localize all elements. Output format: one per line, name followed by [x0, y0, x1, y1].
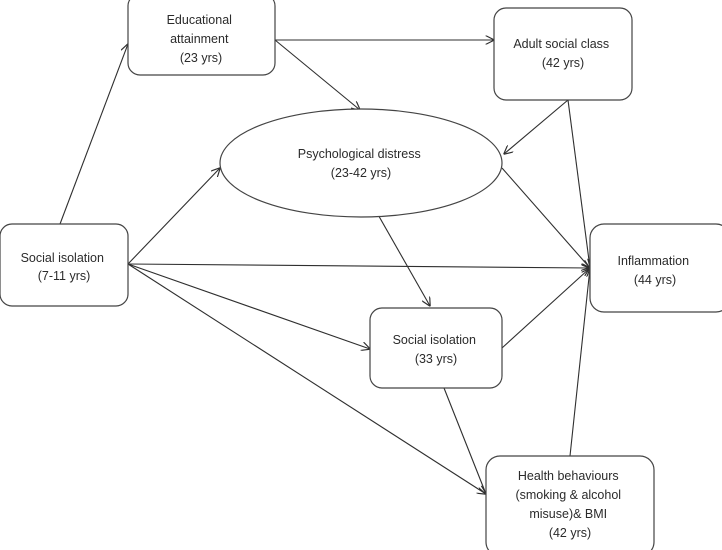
svg-text:Social isolation (33 yrs: Social isolation (33 yrs): [393, 333, 480, 366]
edge-adult-social-class-to-psychological-distress: [504, 99, 569, 154]
node-adult-social-class: Adult social class (42 yrs): [493, 7, 633, 101]
node-label-line: (23 yrs): [180, 51, 222, 65]
edge-social-isolation-child-to-inflammation: [127, 264, 590, 268]
edge-social-isolation-adult-to-inflammation: [501, 268, 590, 349]
node-social-isolation-child: Social isolation (7-11 yrs): [0, 223, 129, 307]
edge-psychological-distress-to-social-isolation-adult: [371, 203, 430, 306]
edge-social-isolation-child-to-psychological-distress: [127, 168, 220, 265]
svg-text:Health behaviours (smoki: Health behaviours (smoking & alcohol mis…: [515, 469, 624, 540]
edge-social-isolation-child-to-health-behaviours: [127, 263, 486, 494]
node-label-line: (42 yrs): [542, 56, 584, 70]
node-psychological-distress: Psychological distress (23-42 yrs): [219, 108, 503, 218]
node-label-line: Psychological distress: [298, 147, 421, 161]
node-label-line: Social isolation: [21, 251, 104, 265]
node-label-line: Health behaviours: [518, 469, 619, 483]
node-label-line: (33 yrs): [415, 352, 457, 366]
node-label-line: (smoking & alcohol: [515, 488, 621, 502]
edge-social-isolation-child-to-educational-attainment: [59, 44, 128, 225]
svg-text:Social isolation (7-11 y: Social isolation (7-11 yrs): [21, 251, 108, 283]
node-label-line: Adult social class: [513, 37, 609, 51]
edges: [59, 39, 590, 494]
svg-text:Psychological distress (: Psychological distress (23-42 yrs): [298, 147, 424, 180]
node-educational-attainment: Educational attainment (23 yrs): [127, 0, 276, 76]
edge-social-isolation-child-to-social-isolation-adult: [127, 263, 370, 349]
node-label-line: misuse)& BMI: [529, 507, 607, 521]
svg-text:Educational attainment: Educational attainment (23 yrs): [167, 13, 236, 65]
node-label-line: (44 yrs): [634, 273, 676, 287]
edge-adult-social-class-to-inflammation: [567, 99, 590, 268]
node-label-line: Inflammation: [617, 254, 689, 268]
node-label-line: Educational: [167, 13, 232, 27]
edge-educational-attainment-to-psychological-distress: [274, 39, 360, 110]
node-label-line: (42 yrs): [549, 526, 591, 540]
node-label-line: attainment: [170, 32, 229, 46]
edge-psychological-distress-to-inflammation: [501, 167, 590, 268]
node-label-line: Social isolation: [393, 333, 476, 347]
edge-health-behaviours-to-inflammation: [569, 268, 590, 457]
node-health-behaviours: Health behaviours (smoking & alcohol mis…: [485, 455, 655, 550]
node-label-line: (7-11 yrs): [38, 269, 91, 283]
svg-text:Inflammation (44 yrs): Inflammation (44 yrs): [617, 254, 692, 287]
edge-social-isolation-adult-to-health-behaviours: [443, 387, 486, 494]
svg-text:Adult social class (42 y: Adult social class (42 yrs): [513, 37, 612, 70]
node-social-isolation-adult: Social isolation (33 yrs): [369, 307, 503, 389]
node-inflammation: Inflammation (44 yrs): [589, 223, 722, 313]
node-label-line: (23-42 yrs): [331, 166, 391, 180]
